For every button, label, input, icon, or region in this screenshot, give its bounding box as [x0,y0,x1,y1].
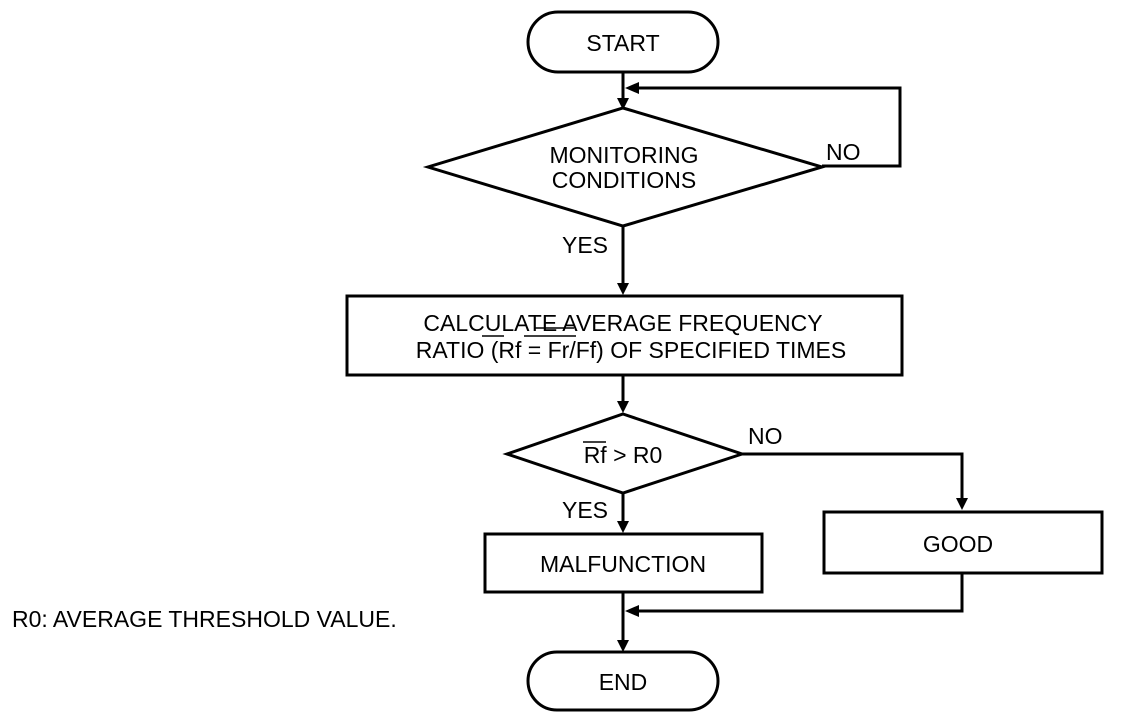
calc-rf-symbol: Rf [498,337,522,363]
calculate-ratio-process [345,294,904,377]
compare-no-label: NO [748,423,783,449]
monitoring-no-label: NO [826,139,861,165]
compare-operator: > R0 [607,442,663,468]
calc-equals: = [521,337,547,363]
malfunction-process [483,532,764,594]
monitoring-conditions-line1: MONITORING [549,142,698,168]
end-label: END [599,669,648,695]
compare-yes-label: YES [562,497,608,523]
end-terminator [526,650,720,712]
monitoring-conditions-line2: CONDITIONS [552,167,696,193]
arrowhead-merge [625,605,639,617]
malfunction-label: MALFUNCTION [540,551,706,577]
arrowhead-into-monitoring [617,98,629,110]
monitoring-yes-label: YES [562,232,608,258]
arrowhead-into-compare [617,401,629,413]
calc-fr-ff: Fr/Ff [548,337,597,363]
threshold-note: R0: AVERAGE THRESHOLD VALUE. [12,606,397,632]
arrowhead-into-good [956,498,968,510]
arrowhead-into-end [617,640,629,652]
good-label: GOOD [923,531,993,557]
arrowhead-into-calc [617,283,629,295]
connector-compare-no [742,452,964,500]
calc-ratio-suffix: ) OF SPECIFIED TIMES [596,337,846,363]
calculate-line2: RATIO (Rf = Fr/Ff) OF SPECIFIED TIMES [416,337,846,363]
compare-rf-symbol: Rf [584,442,608,468]
calculate-line1: CALCULATE AVERAGE FREQUENCY [423,310,822,336]
calc-ratio-prefix: RATIO ( [416,337,499,363]
connector-good-to-merge [638,573,964,613]
arrowhead-into-malfunction [617,521,629,533]
start-label: START [586,30,659,56]
compare-text: Rf > R0 [584,442,663,468]
connector-monitoring-no-loop [638,86,902,168]
arrowhead-loop-return [625,82,639,94]
